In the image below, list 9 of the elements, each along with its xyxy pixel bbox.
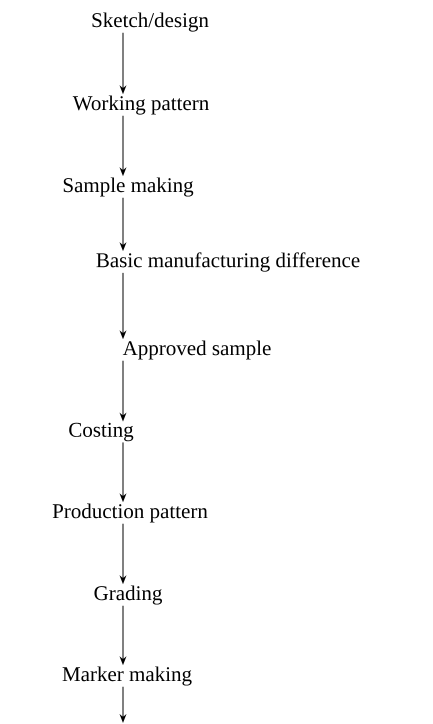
step-label: Grading bbox=[94, 585, 162, 605]
step-label: Sample making bbox=[64, 177, 194, 197]
step-label: Working pattern bbox=[72, 95, 209, 115]
step-label: Sketch/design bbox=[92, 12, 209, 32]
step-label: Production pattern bbox=[52, 503, 208, 523]
step-label: Costing bbox=[69, 422, 134, 442]
step-label: Marker making bbox=[62, 666, 192, 686]
step-label: Basic manufacturing difference bbox=[96, 252, 360, 272]
step-label: Approved sample bbox=[122, 340, 271, 360]
